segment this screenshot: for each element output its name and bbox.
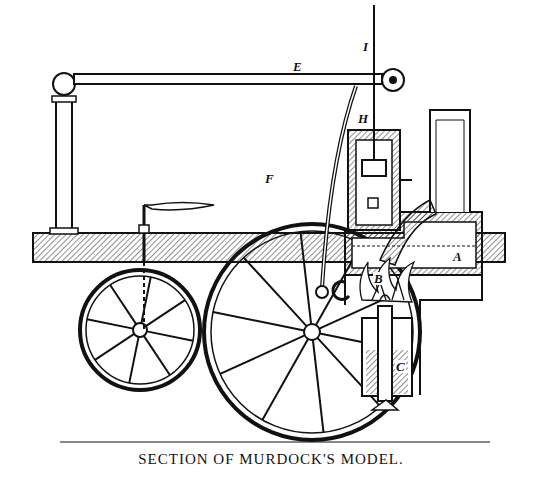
wheel-spoke bbox=[144, 336, 170, 375]
figure-caption: SECTION OF MURDOCK'S MODEL. bbox=[0, 451, 542, 468]
wheel-spoke bbox=[244, 258, 307, 327]
wheel-spoke bbox=[313, 340, 324, 432]
wheel-spoke bbox=[146, 300, 185, 326]
wheel-spoke bbox=[147, 331, 193, 340]
wheel-spoke bbox=[87, 319, 133, 328]
part-letter: F bbox=[264, 172, 275, 185]
wheel-spoke bbox=[141, 277, 150, 323]
wheel-spoke bbox=[213, 312, 304, 330]
part-letter: B bbox=[373, 272, 384, 285]
wheel-spoke bbox=[95, 334, 134, 360]
wheel-spoke bbox=[110, 285, 136, 324]
part-letter: I bbox=[362, 40, 369, 53]
part-letter: H bbox=[357, 112, 369, 125]
wheel-spoke bbox=[129, 337, 138, 383]
part-letter: A bbox=[452, 250, 463, 263]
part-letter: E bbox=[292, 60, 303, 73]
wheel-spoke bbox=[220, 335, 305, 374]
part-letter: C bbox=[395, 360, 406, 373]
